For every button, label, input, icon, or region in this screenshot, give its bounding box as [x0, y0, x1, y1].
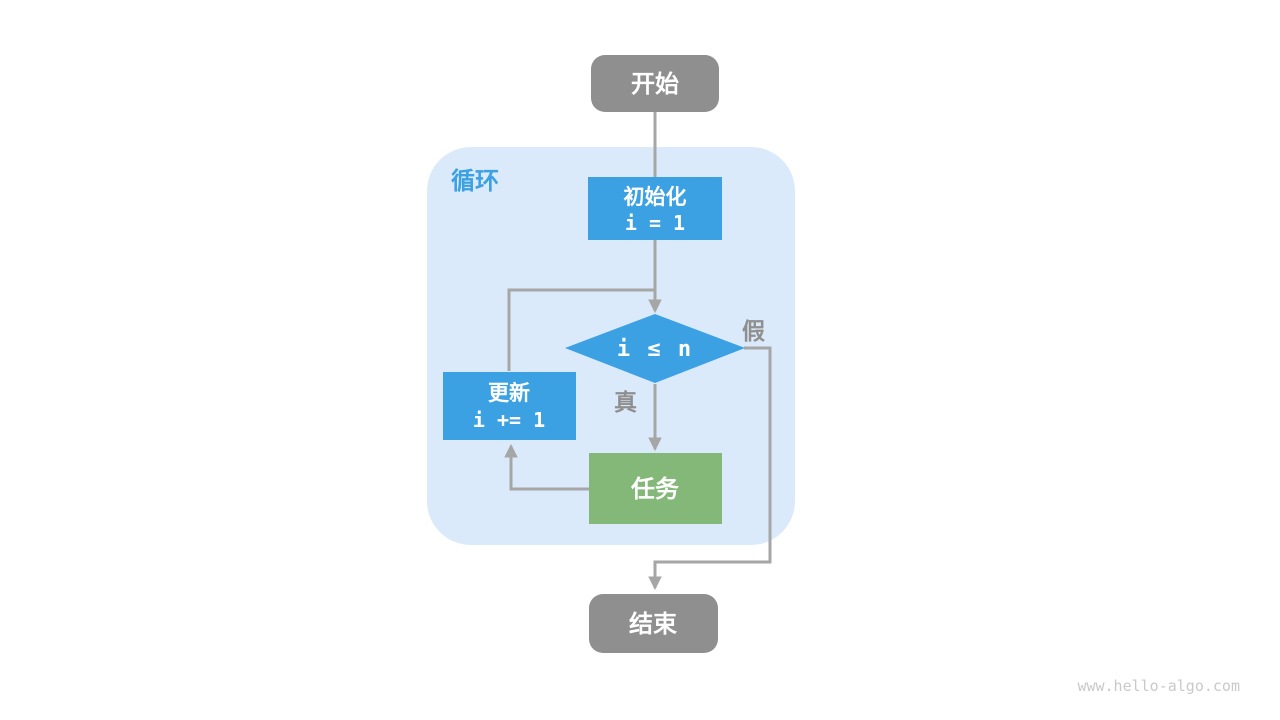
task-node	[589, 453, 722, 524]
watermark: www.hello-algo.com	[1077, 677, 1240, 695]
init-node	[588, 177, 722, 240]
condition-node	[565, 314, 745, 383]
update-node	[443, 372, 576, 440]
init-node-code: i = 1	[625, 211, 685, 235]
loop-region-label: 循环	[451, 167, 499, 195]
end-node	[589, 594, 718, 653]
task-node-label: 任务	[630, 475, 680, 503]
start-node-label: 开始	[631, 71, 679, 98]
edge-update-loopback	[507, 288, 655, 371]
edge-condition-false-to-end	[648, 346, 772, 591]
start-node	[591, 55, 719, 112]
edge-task-to-update	[504, 443, 589, 491]
condition-expression: i ≤ n	[617, 337, 693, 362]
update-node-title: 更新	[488, 381, 530, 405]
update-node-code: i += 1	[473, 408, 545, 432]
branch-false-label: 假	[742, 318, 765, 344]
init-node-title: 初始化	[624, 185, 687, 209]
end-node-label: 结束	[629, 611, 678, 638]
branch-true-label: 真	[614, 389, 637, 415]
